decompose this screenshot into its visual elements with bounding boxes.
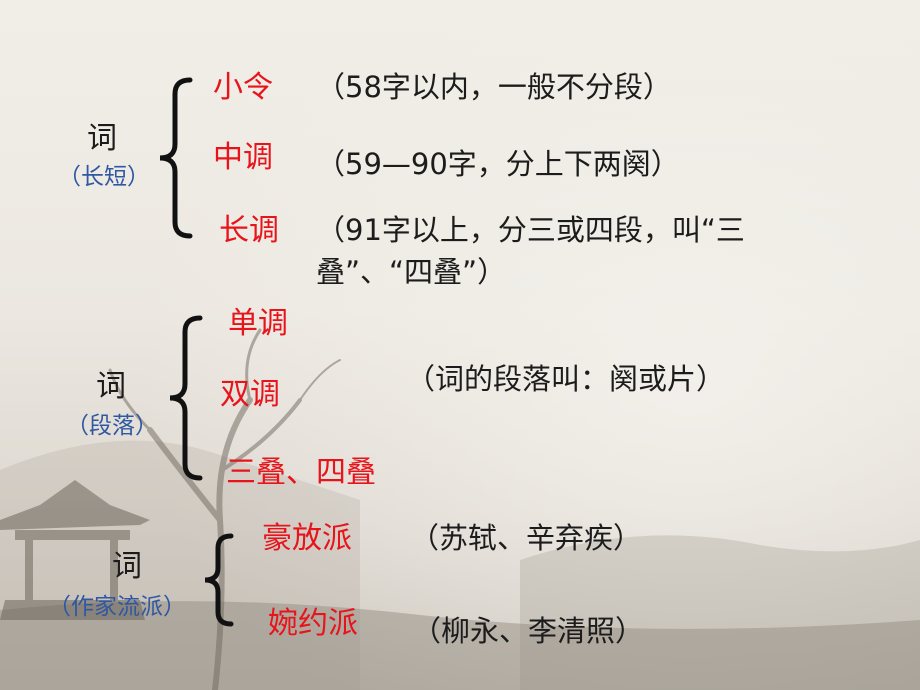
category-changdiao: 长调	[219, 213, 279, 248]
section2-main-label: 词	[96, 369, 126, 404]
section3-subtitle: （作家流派）	[48, 594, 186, 620]
section1-subtitle: （长短）	[58, 164, 150, 190]
section3-main-label: 词	[112, 549, 142, 584]
category-wanyuepai: 婉约派	[268, 606, 358, 641]
note-wanyuepai: （柳永、李清照）	[412, 614, 645, 648]
category-shuangdiao: 双调	[220, 377, 280, 412]
section1-brace	[159, 77, 193, 239]
note-haofangpai: （苏轼、辛弃疾）	[410, 521, 643, 555]
category-xiaoling: 小令	[213, 70, 273, 105]
note-xiaoling: （58字以内，一般不分段）	[316, 70, 672, 104]
note-duanluo: （词的段落叫：阕或片）	[406, 362, 726, 396]
category-dandiao: 单调	[228, 306, 288, 341]
category-haofangpai: 豪放派	[262, 521, 352, 556]
note-changdiao-line2: 叠”、“四叠”）	[316, 255, 507, 289]
section2-subtitle: （段落）	[66, 413, 158, 439]
section2-brace	[169, 315, 203, 481]
note-changdiao-line1: （91字以上，分三或四段，叫“三	[316, 213, 745, 247]
section1-main-label: 词	[87, 121, 117, 156]
category-sandie-sidie: 三叠、四叠	[226, 455, 376, 490]
category-zhongdiao: 中调	[213, 140, 273, 175]
note-zhongdiao: （59—90字，分上下两阕）	[316, 147, 680, 181]
section3-brace	[204, 533, 234, 627]
